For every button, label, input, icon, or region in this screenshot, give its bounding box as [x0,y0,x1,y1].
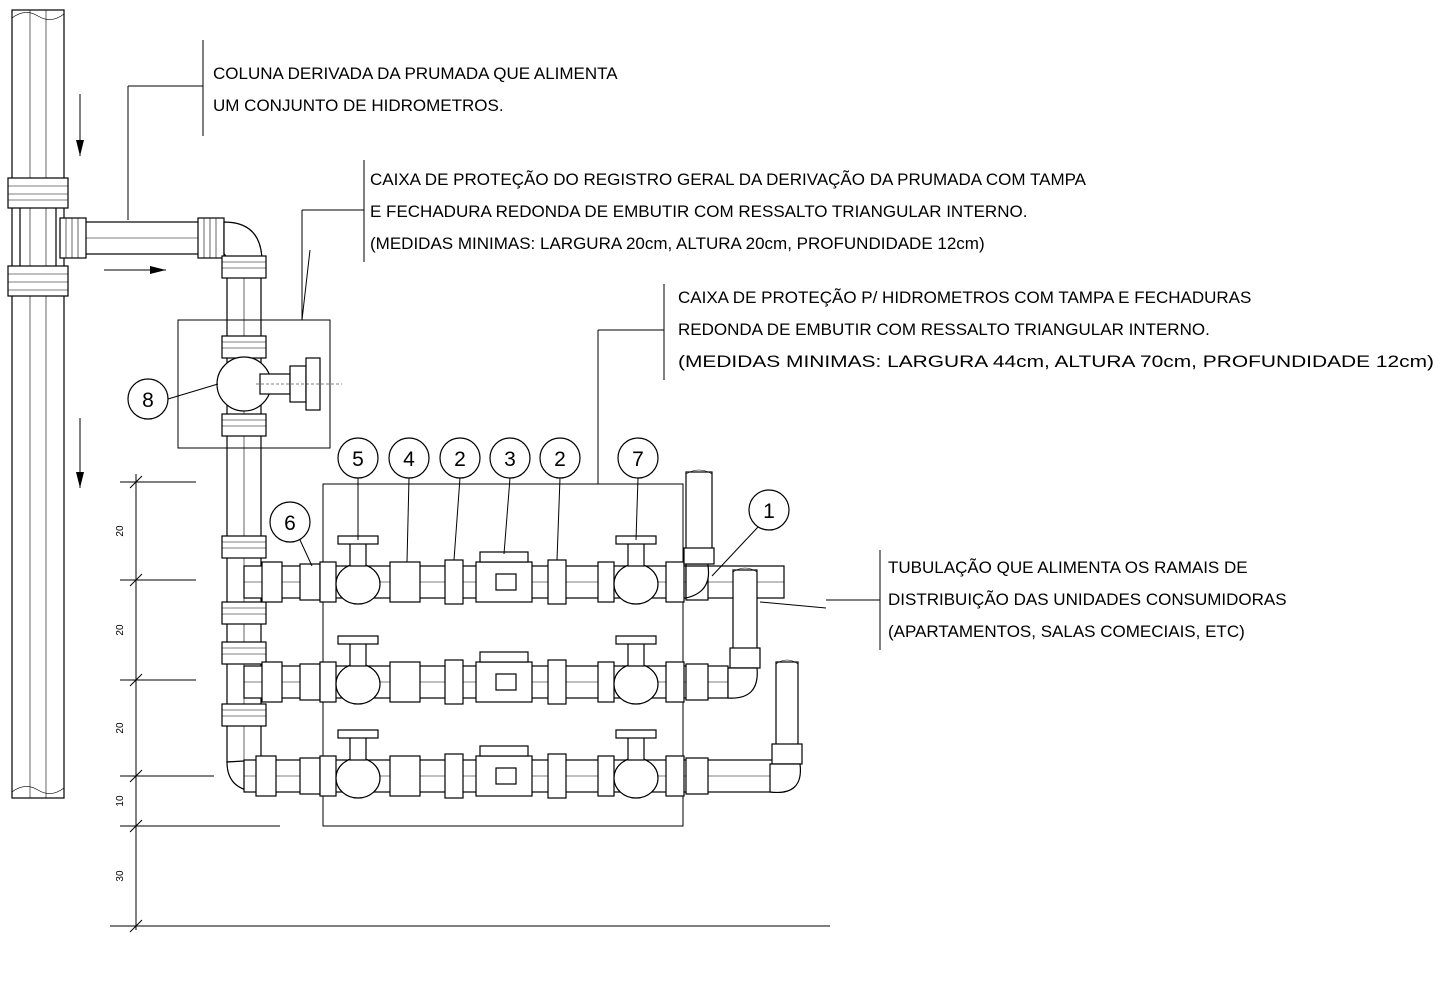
marker-2: 2 [454,448,466,471]
marker-2: 2 [554,448,566,471]
marker-7: 7 [632,448,644,471]
note-line: CAIXA DE PROTEÇÃO P/ HIDROMETROS COM TAM… [678,288,1251,307]
leader-lines [127,40,881,650]
arrow-down-icon [76,140,84,156]
meter-row [243,635,729,705]
branch-column [59,217,267,793]
note-line: (MEDIDAS MINIMAS: LARGURA 20cm, ALTURA 2… [370,234,985,253]
dimension-label: 10 [115,795,126,807]
note-line: E FECHADURA REDONDA DE EMBUTIR COM RESSA… [370,202,1027,221]
flow-arrows [76,94,166,488]
marker-8: 8 [142,389,154,412]
outgoing-pipes [683,469,803,794]
dimension-label: 20 [115,722,126,734]
main-riser [7,9,69,799]
markers: 8 6 5 4 2 3 2 7 1 [127,378,790,577]
dimension-chain: 20 20 20 10 30 [110,474,830,933]
marker-6: 6 [284,512,296,535]
arrow-right-icon [150,266,166,274]
note-line: REDONDA DE EMBUTIR COM RESSALTO TRIANGUL… [678,320,1210,339]
note-branch-column: COLUNA DERIVADA DA PRUMADA QUE ALIMENTA … [213,64,618,115]
dimension-label: 20 [115,624,126,636]
note-line: (APARTAMENTOS, SALAS COMECIAIS, ETC) [888,622,1245,641]
dimension-label: 30 [115,870,126,882]
note-line: CAIXA DE PROTEÇÃO DO REGISTRO GERAL DA D… [370,170,1087,189]
marker-5: 5 [352,448,364,471]
note-line: TUBULAÇÃO QUE ALIMENTA OS RAMAIS DE [888,558,1248,577]
meter-row [243,729,785,799]
dimension-label: 20 [115,525,126,537]
arrow-down-icon [76,472,84,488]
meter-protection-box [322,483,684,827]
note-supply-pipe: TUBULAÇÃO QUE ALIMENTA OS RAMAIS DE DIST… [888,558,1287,641]
note-line: DISTRIBUIÇÃO DAS UNIDADES CONSUMIDORAS [888,590,1287,609]
note-line: UM CONJUNTO DE HIDROMETROS. [213,96,504,115]
marker-1: 1 [763,500,775,523]
note-line: COLUNA DERIVADA DA PRUMADA QUE ALIMENTA [213,64,618,83]
marker-4: 4 [403,448,415,471]
note-valve-box: CAIXA DE PROTEÇÃO DO REGISTRO GERAL DA D… [370,170,1087,253]
note-line: (MEDIDAS MINIMAS: LARGURA 44cm, ALTURA 7… [678,352,1434,371]
marker-3: 3 [504,448,516,471]
note-meter-box: CAIXA DE PROTEÇÃO P/ HIDROMETROS COM TAM… [678,288,1434,371]
